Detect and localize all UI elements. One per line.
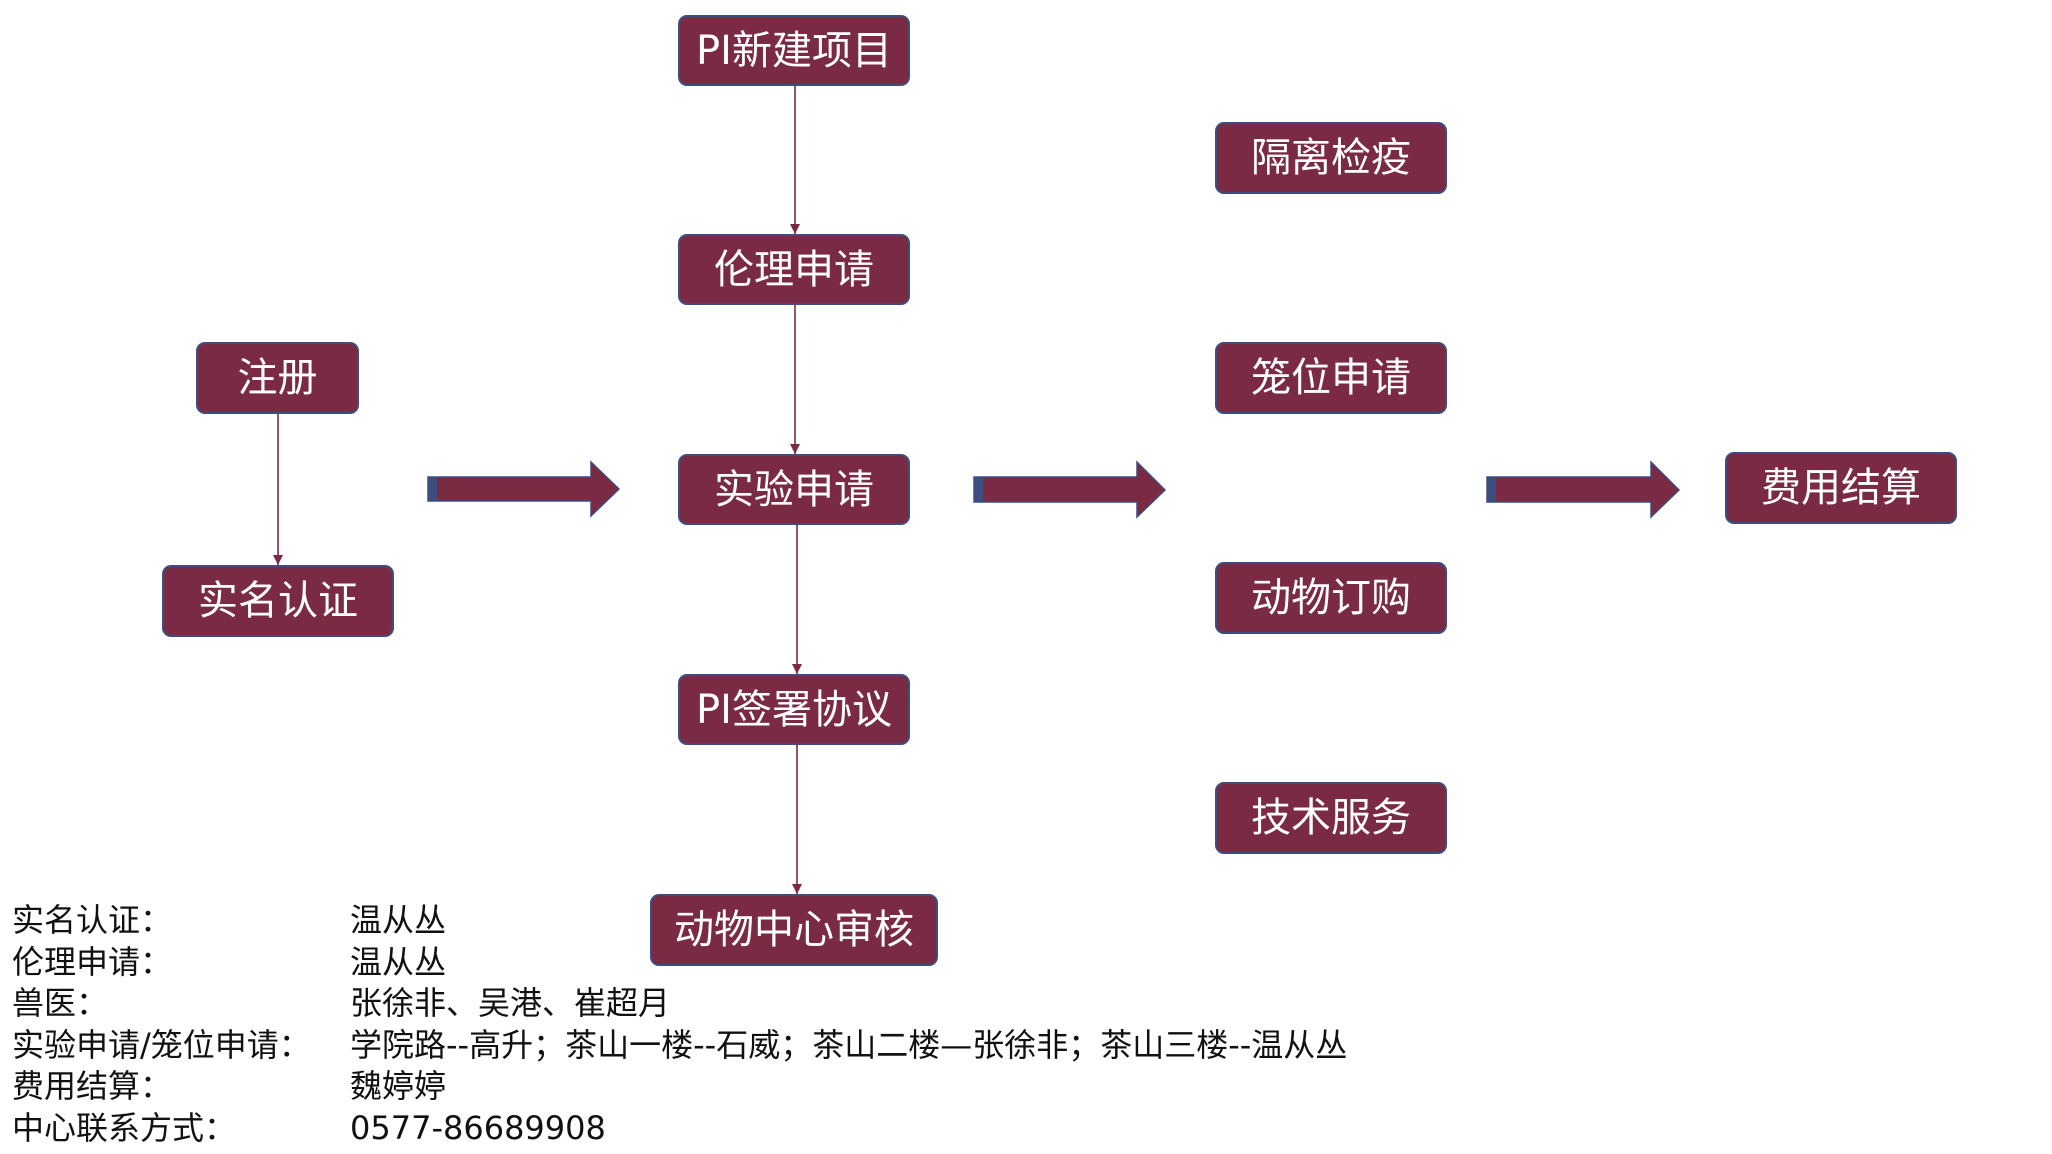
contact-value: 魏婷婷 xyxy=(350,1067,447,1105)
pi-sign-node: PI签署协议 xyxy=(678,674,910,745)
pi-new-project-node: PI新建项目 xyxy=(678,15,910,86)
center-review-node: 动物中心审核 xyxy=(650,894,938,966)
settlement-node: 费用结算 xyxy=(1725,452,1957,524)
contact-label: 伦理申请： xyxy=(12,942,173,981)
contact-value: 张徐非、吴港、崔超月 xyxy=(350,984,671,1022)
block-arrow-2 xyxy=(973,460,1167,519)
tech-node: 技术服务 xyxy=(1215,782,1447,854)
ethics-node: 伦理申请 xyxy=(678,234,910,305)
contact-label: 兽医： xyxy=(12,984,109,1022)
register-node: 注册 xyxy=(196,342,359,414)
block-arrow-1 xyxy=(427,460,621,518)
contact-value: 温从丛 xyxy=(350,901,447,939)
contact-value: 学院路--高升；茶山一楼--石威；茶山二楼—张徐非；茶山三楼--温从丛 xyxy=(350,1025,1348,1064)
contact-label: 实名认证： xyxy=(12,901,173,939)
contact-label: 中心联系方式： xyxy=(12,1108,237,1147)
cage-node: 笼位申请 xyxy=(1215,342,1447,414)
quarantine-node: 隔离检疫 xyxy=(1215,122,1447,194)
contact-label: 实验申请/笼位申请： xyxy=(12,1025,311,1064)
contact-value: 0577-86689908 xyxy=(350,1108,606,1147)
order-node: 动物订购 xyxy=(1215,562,1447,634)
contact-label: 费用结算： xyxy=(12,1067,173,1105)
contact-value: 温从丛 xyxy=(350,942,447,981)
block-arrow-3 xyxy=(1486,460,1681,519)
realname-node: 实名认证 xyxy=(162,565,394,637)
experiment-node: 实验申请 xyxy=(678,454,910,525)
